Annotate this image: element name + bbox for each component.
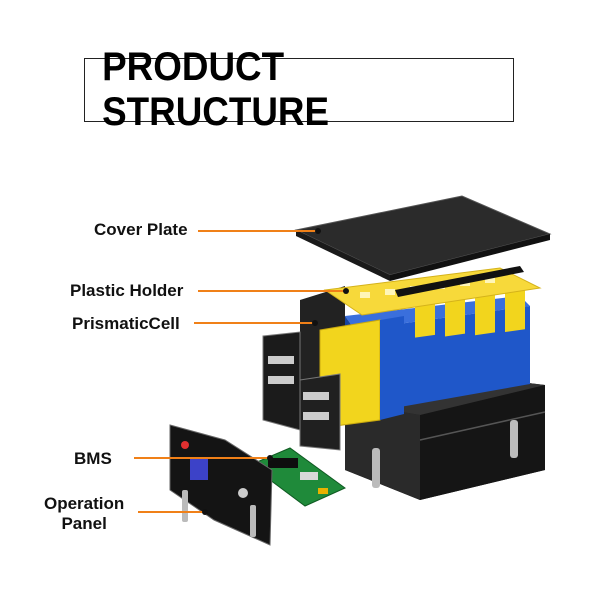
label-plastic-holder: Plastic Holder bbox=[70, 281, 184, 300]
prismatic-cells bbox=[319, 287, 530, 429]
display-screen bbox=[190, 458, 208, 480]
cover-plate bbox=[294, 195, 552, 281]
title-box: PRODUCT STRUCTURE bbox=[84, 45, 514, 134]
page-title: PRODUCT STRUCTURE bbox=[102, 45, 330, 134]
label-bms: BMS bbox=[74, 449, 112, 468]
label-operation-panel-line2: Panel bbox=[61, 514, 107, 533]
handle-left bbox=[372, 448, 380, 488]
pointer-lines bbox=[134, 228, 349, 515]
handle-right bbox=[510, 420, 518, 458]
label-prismatic-cell: PrismaticCell bbox=[72, 314, 180, 333]
label-cover-plate: Cover Plate bbox=[94, 220, 188, 239]
plastic-holder bbox=[323, 266, 542, 316]
bms-board bbox=[249, 447, 346, 507]
operation-panel bbox=[169, 424, 273, 546]
side-brackets bbox=[262, 331, 341, 451]
label-operation-panel-line1: Operation bbox=[44, 494, 125, 513]
power-switch bbox=[181, 441, 189, 449]
label-operation-panel: Operation Panel bbox=[44, 494, 124, 534]
